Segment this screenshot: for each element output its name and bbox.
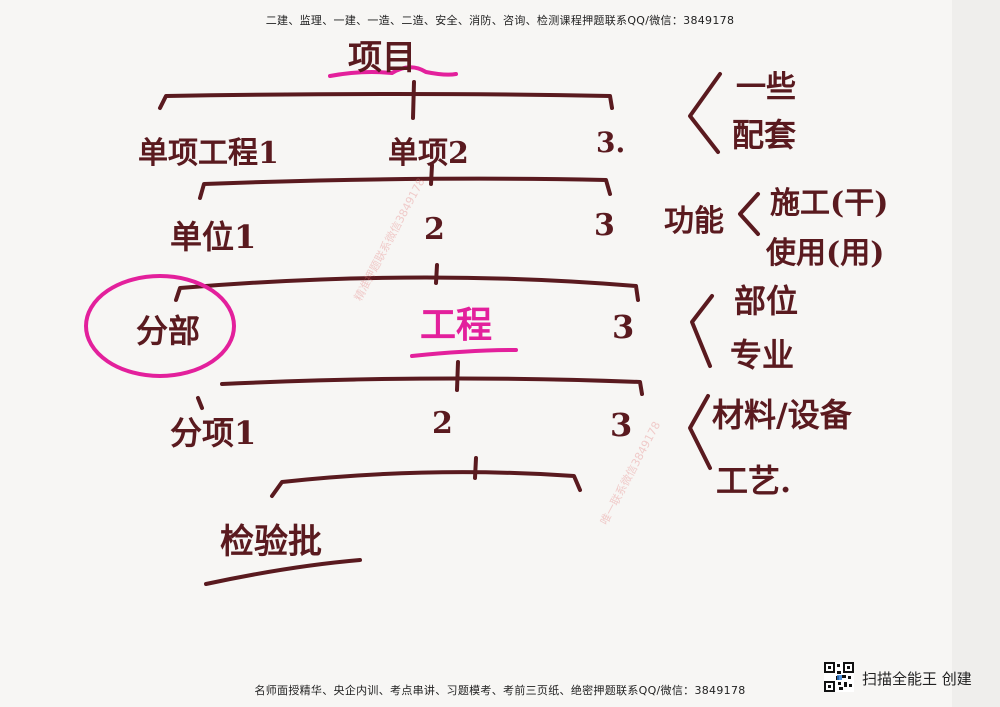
tick-level-2 [429,163,434,186]
label-construction: 施工(干) [770,186,889,221]
label-inspection-lot: 检验批 [220,522,322,562]
bracket-level-2 [198,176,612,200]
tick-level-3 [434,263,439,285]
header-banner: 二建、监理、一建、一造、二造、安全、消防、咨询、检测课程押题联系QQ/微信：38… [265,14,735,27]
label-materials: 材料/设备 [712,396,852,434]
wavy-underline [328,65,458,78]
label-usage: 使用(用) [766,236,885,271]
page-edge [952,0,1000,707]
bracket-level-3 [174,275,640,302]
label-single-project-3: 3. [596,126,626,159]
bracket-level-5 [270,470,582,498]
label-location: 部位 [734,282,799,320]
label-division: 分部 [136,312,201,350]
label-unit-1: 单位1 [170,218,257,256]
tick-level-1 [411,80,416,120]
label-process: 工艺. [716,462,792,500]
label-supporting: 配套 [732,116,797,154]
label-engineering: 工程 [420,304,493,346]
label-single-project-2: 单项2 [388,136,469,171]
label-specialty: 专业 [730,336,795,374]
label-subitem-1: 分项1 [170,414,257,452]
pink-underline [410,348,518,358]
label-function: 功能 [664,204,724,239]
label-unit-2: 2 [424,212,445,247]
bottom-underline [204,558,362,586]
connector-tick [196,396,204,410]
angle-bracket-3 [690,294,714,368]
label-subitem-2: 2 [432,406,453,441]
highlight-circle [84,274,236,378]
scanner-brand-label: 扫描全能王 创建 [862,670,972,688]
label-subitem-3: 3 [610,406,633,444]
label-project: 项目 [348,38,416,78]
label-division-3: 3 [612,308,635,346]
tick-level-4 [455,360,460,392]
angle-bracket-4 [688,394,712,470]
qr-code-icon [824,662,854,692]
label-unit-3: 3 [594,208,615,243]
label-some: 一些 [736,70,796,105]
label-single-project-1: 单项工程1 [138,136,279,171]
bracket-level-4 [220,376,644,396]
footer-banner: 名师面授精华、央企内训、考点串讲、习题模考、考前三页纸、绝密押题联系QQ/微信：… [254,684,746,697]
angle-bracket-2 [738,192,760,236]
angle-bracket-1 [688,72,722,154]
tick-level-5 [473,456,478,480]
bracket-level-1 [158,92,614,110]
